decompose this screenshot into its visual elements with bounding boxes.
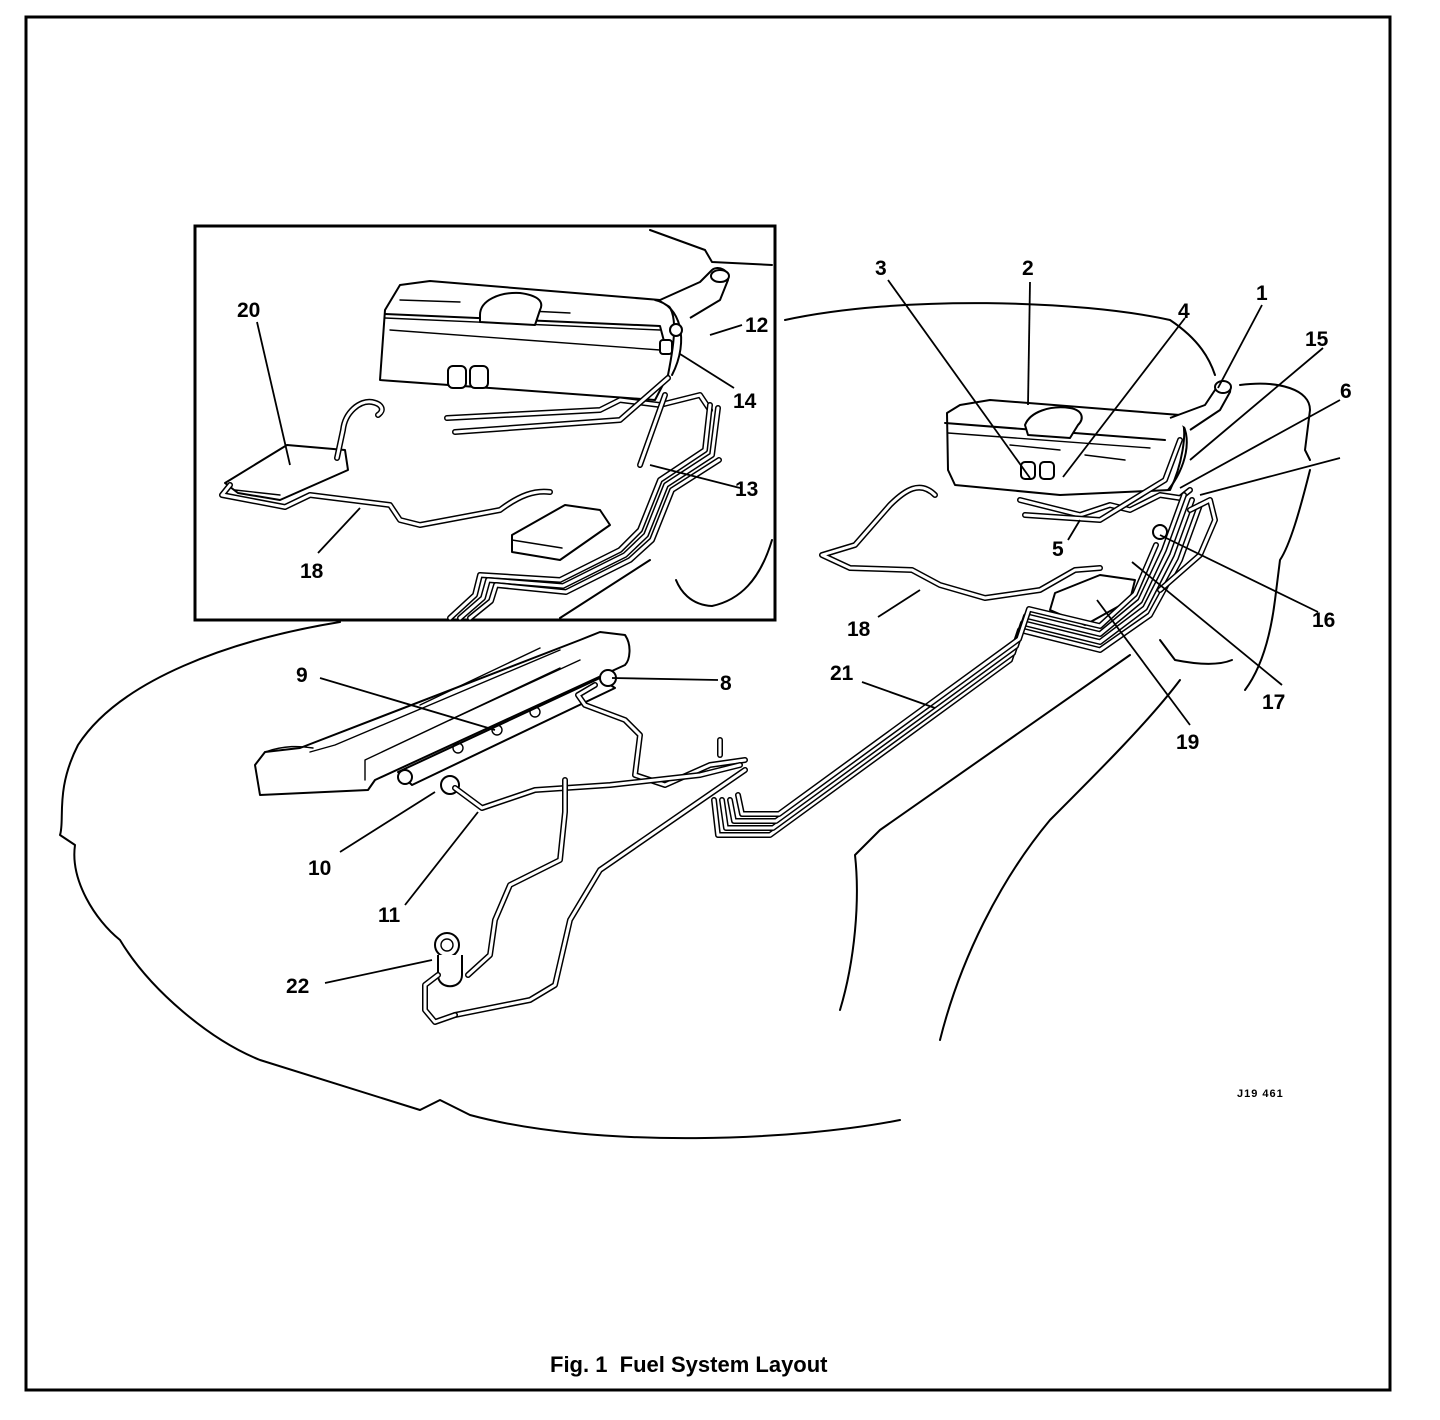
fuel-filter: [422, 932, 463, 1025]
callout-9: 9: [296, 664, 308, 687]
callout-3: 3: [875, 257, 887, 280]
callout-2: 2: [1022, 257, 1034, 280]
callout-leaders: [319, 279, 1341, 984]
callout-15: 15: [1305, 328, 1329, 351]
callout-14: 14: [733, 390, 757, 413]
callout-16: 16: [1312, 609, 1335, 632]
evap-line-18: [819, 484, 1103, 601]
fuel-tank-main: [944, 380, 1232, 523]
pipe-bundle-21: [711, 492, 1218, 838]
callout-8: 8: [720, 672, 732, 695]
callout-13: 13: [735, 478, 758, 501]
callout-21: 21: [830, 662, 854, 685]
car-body-outline: [59, 302, 1311, 1140]
figure-frame: [24, 15, 1392, 1392]
figure-caption: Fig. 1 Fuel System Layout: [550, 1352, 828, 1377]
callout-18-inset: 18: [300, 560, 324, 583]
callout-5: 5: [1052, 538, 1064, 561]
inset-detail: 20 12 14 13 18: [193, 224, 777, 622]
callout-11: 11: [378, 904, 401, 927]
callout-12: 12: [745, 314, 768, 337]
inset-pipe-bundle: [447, 392, 722, 621]
callout-22: 22: [286, 975, 309, 998]
callout-19: 19: [1176, 731, 1199, 754]
callout-1: 1: [1256, 282, 1268, 305]
engine-fuel-lines: [452, 682, 748, 1018]
callout-17: 17: [1262, 691, 1285, 714]
callout-4: 4: [1178, 300, 1190, 323]
callout-20: 20: [237, 299, 260, 322]
inset-frame: [193, 224, 777, 622]
drawing-reference-code: J19 461: [1237, 1088, 1284, 1100]
callout-10: 10: [308, 857, 331, 880]
callout-6: 6: [1340, 380, 1352, 403]
callout-18-main: 18: [847, 618, 871, 641]
